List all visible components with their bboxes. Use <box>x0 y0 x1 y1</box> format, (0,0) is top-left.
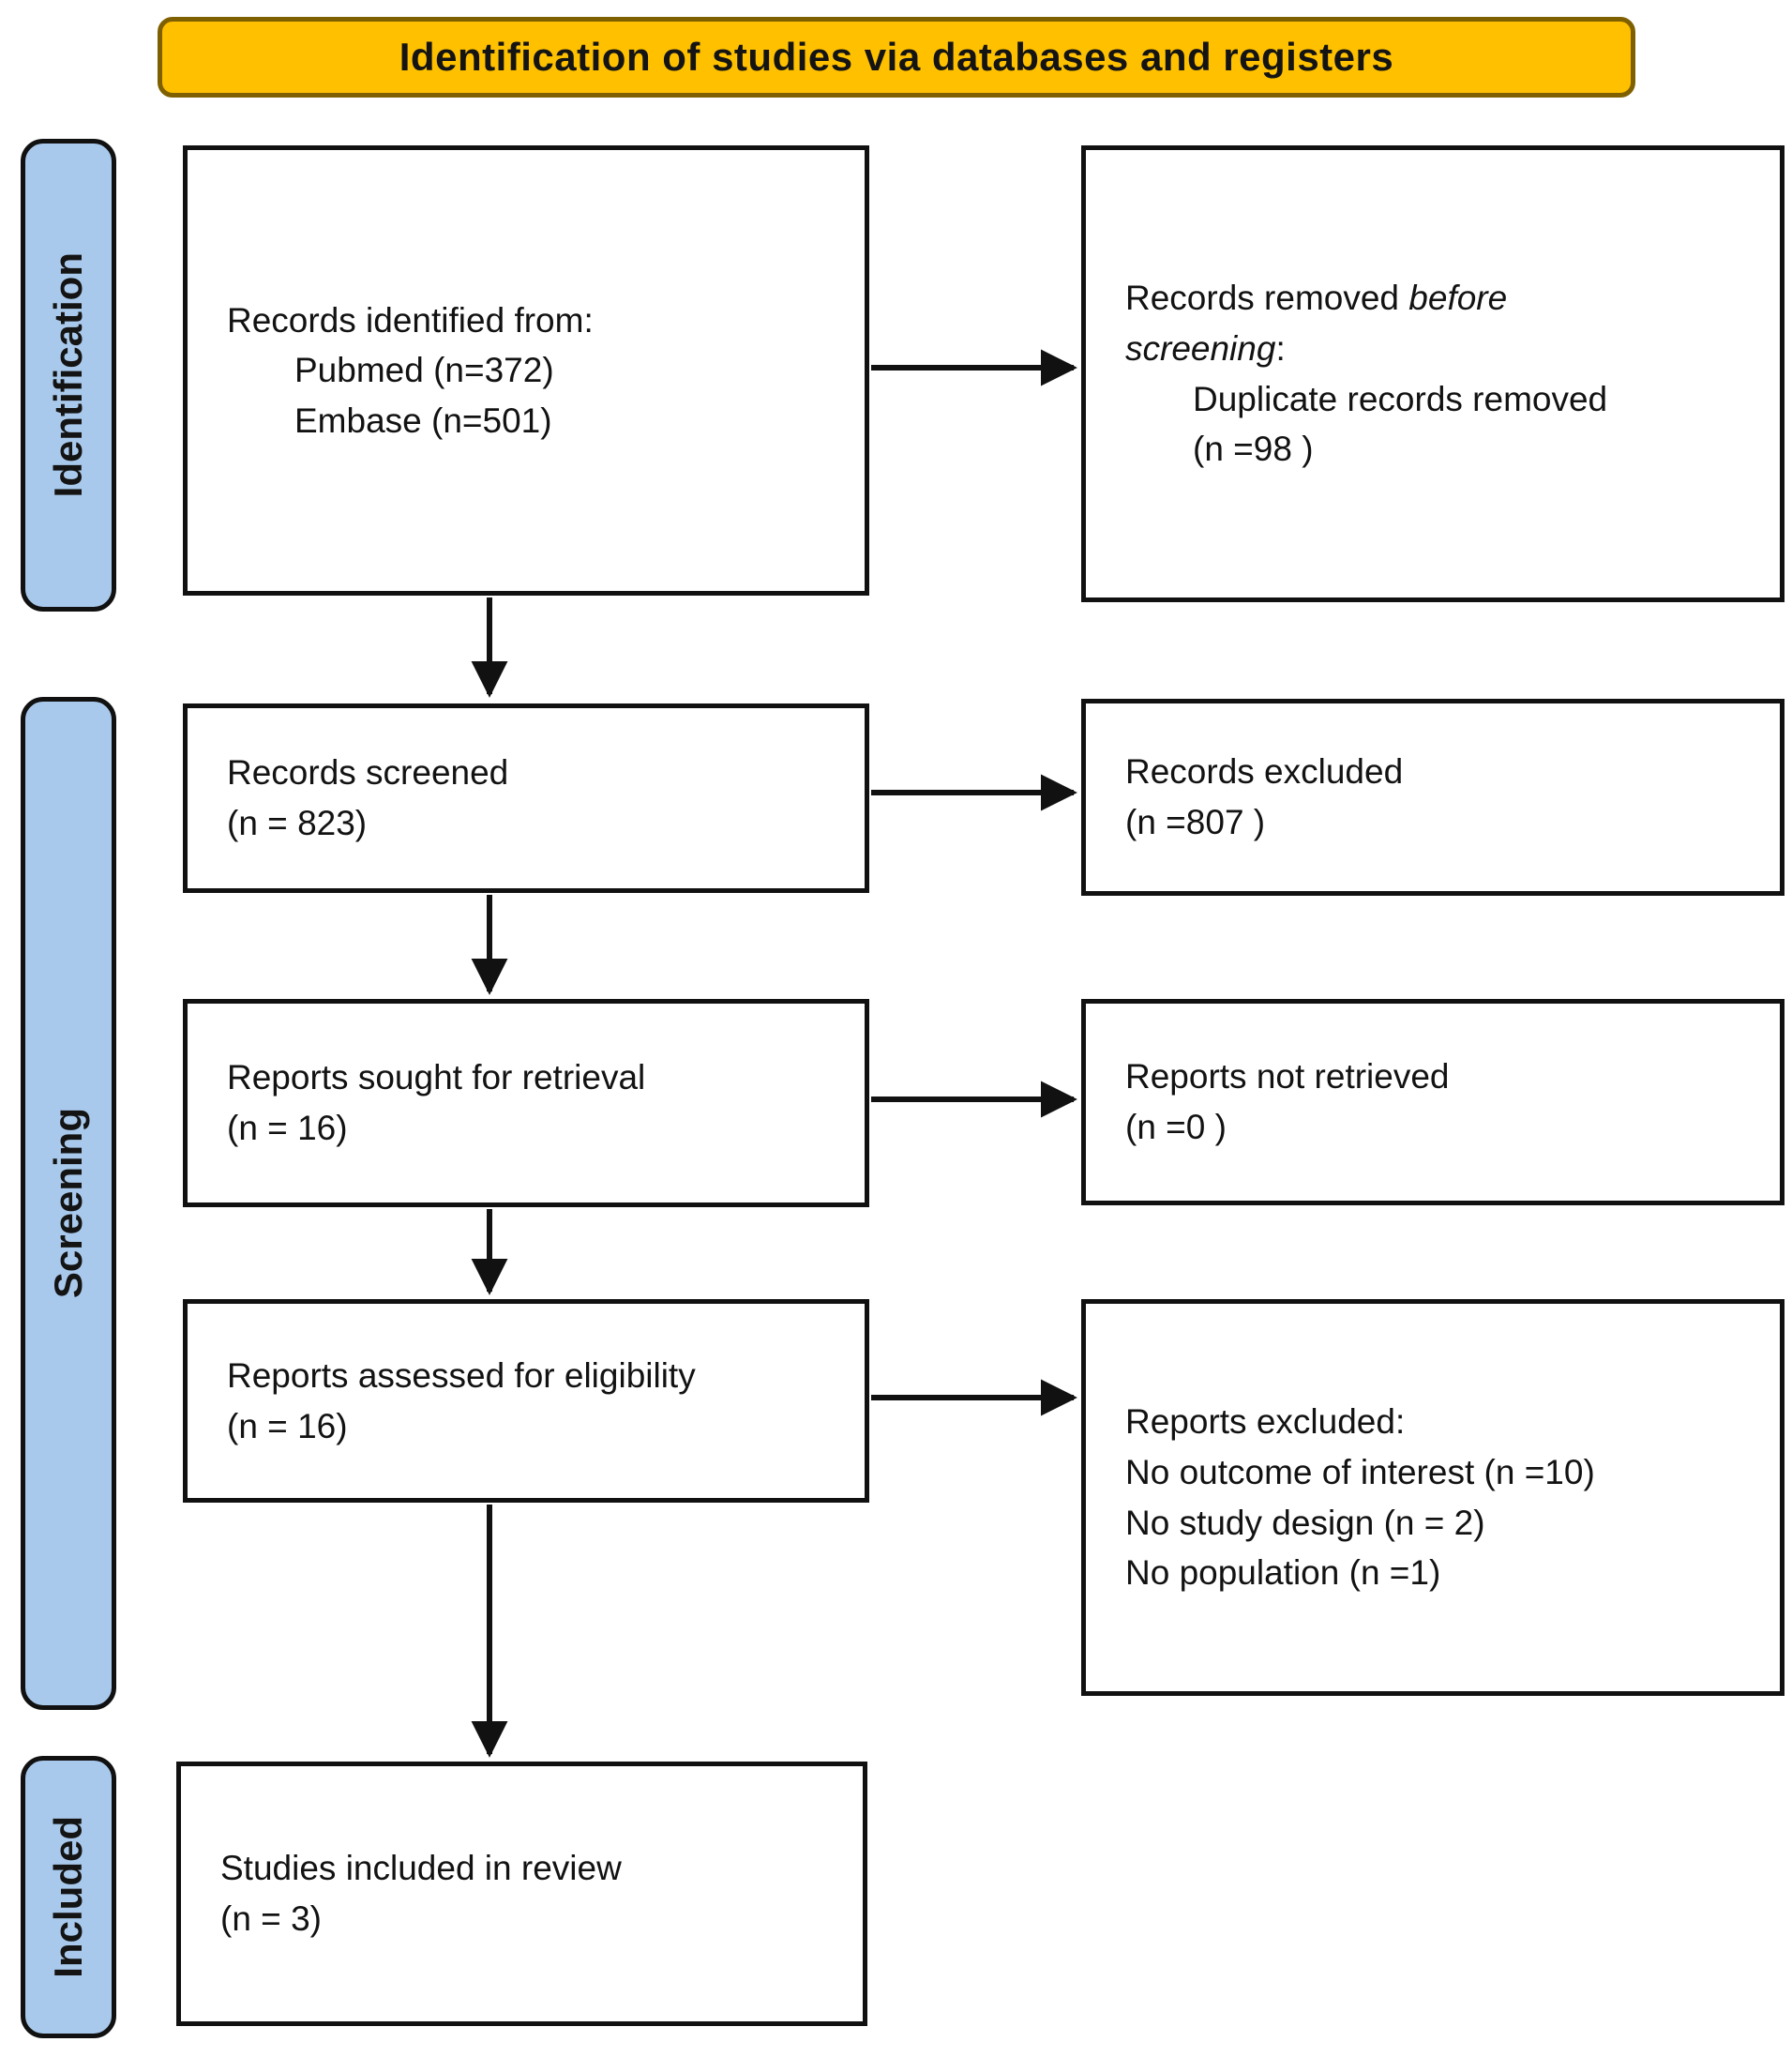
box-text-line: Records excluded <box>1125 752 1404 792</box>
box-text-line: Reports not retrieved <box>1125 1057 1450 1097</box>
box-studies-included-in-review: Studies included in review (n = 3) <box>176 1762 867 2026</box>
stage-label-screening: Screening <box>21 697 116 1710</box>
box-text-line: Studies included in review <box>220 1849 622 1888</box>
box-text-line: No outcome of interest (n =10) <box>1125 1452 1595 1491</box>
stage-label-identification-text: Identification <box>46 252 90 498</box>
box-records-excluded: Records excluded (n =807 ) <box>1081 699 1784 896</box>
stage-label-included: Included <box>21 1756 116 2038</box>
box-text-line: Embase (n=501) <box>294 401 552 440</box>
box-text-line: Reports assessed for eligibility <box>227 1355 696 1395</box>
box-text-line: Duplicate records removed <box>1193 379 1608 418</box>
box-text-line: screening: <box>1125 328 1286 368</box>
box-text-line: Records identified from: <box>227 300 594 340</box>
diagram-title-banner: Identification of studies via databases … <box>158 17 1635 98</box>
box-text-line: (n =0 ) <box>1125 1108 1227 1146</box>
box-text-line: No population (n =1) <box>1125 1553 1441 1593</box>
box-records-removed-before-screening: Records removed before screening: Duplicat… <box>1081 145 1784 602</box>
box-records-screened: Records screened (n = 823) <box>183 703 869 893</box>
box-records-identified: Records identified from: Pubmed (n=372) Em… <box>183 145 869 596</box>
stage-label-identification: Identification <box>21 139 116 612</box>
box-text-line: Reports excluded: <box>1125 1402 1406 1442</box>
box-text-line: Records screened <box>227 753 509 793</box>
box-text-line: (n = 3) <box>220 1899 322 1938</box>
box-text-line: (n = 823) <box>227 804 368 842</box>
stage-label-screening-text: Screening <box>46 1108 90 1299</box>
box-text-line: Reports sought for retrieval <box>227 1058 646 1097</box>
box-reports-excluded-reasons: Reports excluded: No outcome of interest … <box>1081 1299 1784 1696</box>
box-text-line: Pubmed (n=372) <box>294 351 554 390</box>
box-text-line: No study design (n = 2) <box>1125 1503 1485 1542</box>
box-reports-assessed-for-eligibility: Reports assessed for eligibility (n = 16) <box>183 1299 869 1503</box>
box-text-line: (n =98 ) <box>1193 430 1314 469</box>
box-reports-sought-for-retrieval: Reports sought for retrieval (n = 16) <box>183 999 869 1207</box>
box-text-line: (n =807 ) <box>1125 803 1266 841</box>
box-text-line: (n = 16) <box>227 1406 348 1445</box>
stage-label-included-text: Included <box>46 1816 90 1978</box>
box-text-line: (n = 16) <box>227 1109 348 1147</box>
box-reports-not-retrieved: Reports not retrieved (n =0 ) <box>1081 999 1784 1205</box>
box-text-line: Records removed before <box>1125 279 1508 318</box>
